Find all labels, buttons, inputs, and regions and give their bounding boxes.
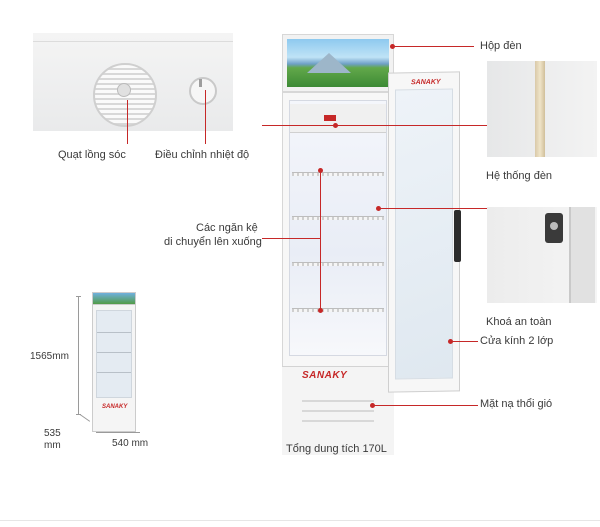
small-fridge-glass [96,310,132,398]
fan-thermostat-photo [33,33,233,131]
evaporator-panel [290,104,386,133]
label-he-thong-den: Hệ thống đèn [486,170,553,182]
label-hop-den: Hộp đèn [480,40,522,52]
shelf-3 [292,262,384,266]
height-dimension-line [78,296,79,414]
callout-line-khoa [380,208,487,209]
main-fridge: SANAKY [282,34,394,455]
brand-logo-door: SANAKY [411,78,441,87]
small-fridge-dimension-view: SANAKY [92,292,136,432]
shelf-1 [292,172,384,176]
label-dieu-chinh: Điều chỉnh nhiệt độ [155,149,250,161]
small-fridge-shelf [97,332,131,333]
small-fridge-shelf [97,372,131,373]
small-fridge-brand: SANAKY [102,404,128,410]
photo-edge [33,41,233,42]
door-frame [569,207,595,303]
bottom-divider [0,520,600,521]
depth-dimension-unit: mm [44,440,61,451]
label-khoa-an-toan: Khoá an toàn [486,316,552,328]
brand-logo-base: SANAKY [302,370,348,381]
callout-line-hop-den [394,46,474,47]
thermostat-knob-icon [189,77,217,105]
callout-dot-cua-kinh [448,339,453,344]
label-ngan-ke-2: di chuyển lên xuống [164,236,262,248]
small-fridge-shelf [97,352,131,353]
label-mat-na: Mặt nạ thổi gió [480,398,553,410]
door-glass-pane [395,88,453,380]
led-strip-icon [535,61,545,157]
depth-dimension-text: 535 [44,428,61,439]
light-box-landscape-image [287,39,389,87]
width-dimension-text: 540 mm [112,438,149,449]
callout-line-cua-kinh [452,341,478,342]
evaporator-logo-icon [324,115,336,121]
callout-dot-khoa [376,206,381,211]
door-handle [454,210,461,262]
light-system-photo [487,61,597,157]
callout-dot-hop-den [390,44,395,49]
height-dimension-tick [76,414,81,415]
lock-icon [545,213,563,243]
glass-door: SANAKY [388,71,460,393]
callout-dot-shelf [318,168,323,173]
fan-hub [117,83,131,97]
height-dimension-text: 1565mm [30,351,69,362]
height-dimension-tick [76,296,81,297]
shelf-4 [292,308,384,312]
label-quat: Quạt lồng sóc [58,149,126,161]
mountain-shape [307,53,351,73]
light-box [282,34,394,92]
safety-lock-photo [487,207,597,303]
callout-line-shelf-span [320,170,321,310]
callout-line-he-thong-den [262,125,487,126]
callout-line-dieu-chinh [205,90,206,144]
shelf-2 [292,216,384,220]
callout-dot-shelf [318,308,323,313]
fridge-interior [289,100,387,356]
callout-line-ngan-ke [262,238,320,239]
callout-dot-mat-na [370,403,375,408]
width-dimension-line [96,432,140,433]
vent-slot [302,400,374,402]
label-tong-dung-tich: Tổng dung tích 170L [286,443,387,455]
callout-line-quat [127,100,128,144]
depth-dimension-line [79,414,91,422]
label-cua-kinh: Cửa kính 2 lớp [480,335,554,347]
vent-slot [302,420,374,422]
knob-mark [199,79,202,87]
fan-icon [93,63,157,127]
callout-dot-he-thong-den [333,123,338,128]
label-ngan-ke-1: Các ngăn kệ [196,222,258,234]
vent-slot [302,410,374,412]
callout-line-mat-na [374,405,478,406]
